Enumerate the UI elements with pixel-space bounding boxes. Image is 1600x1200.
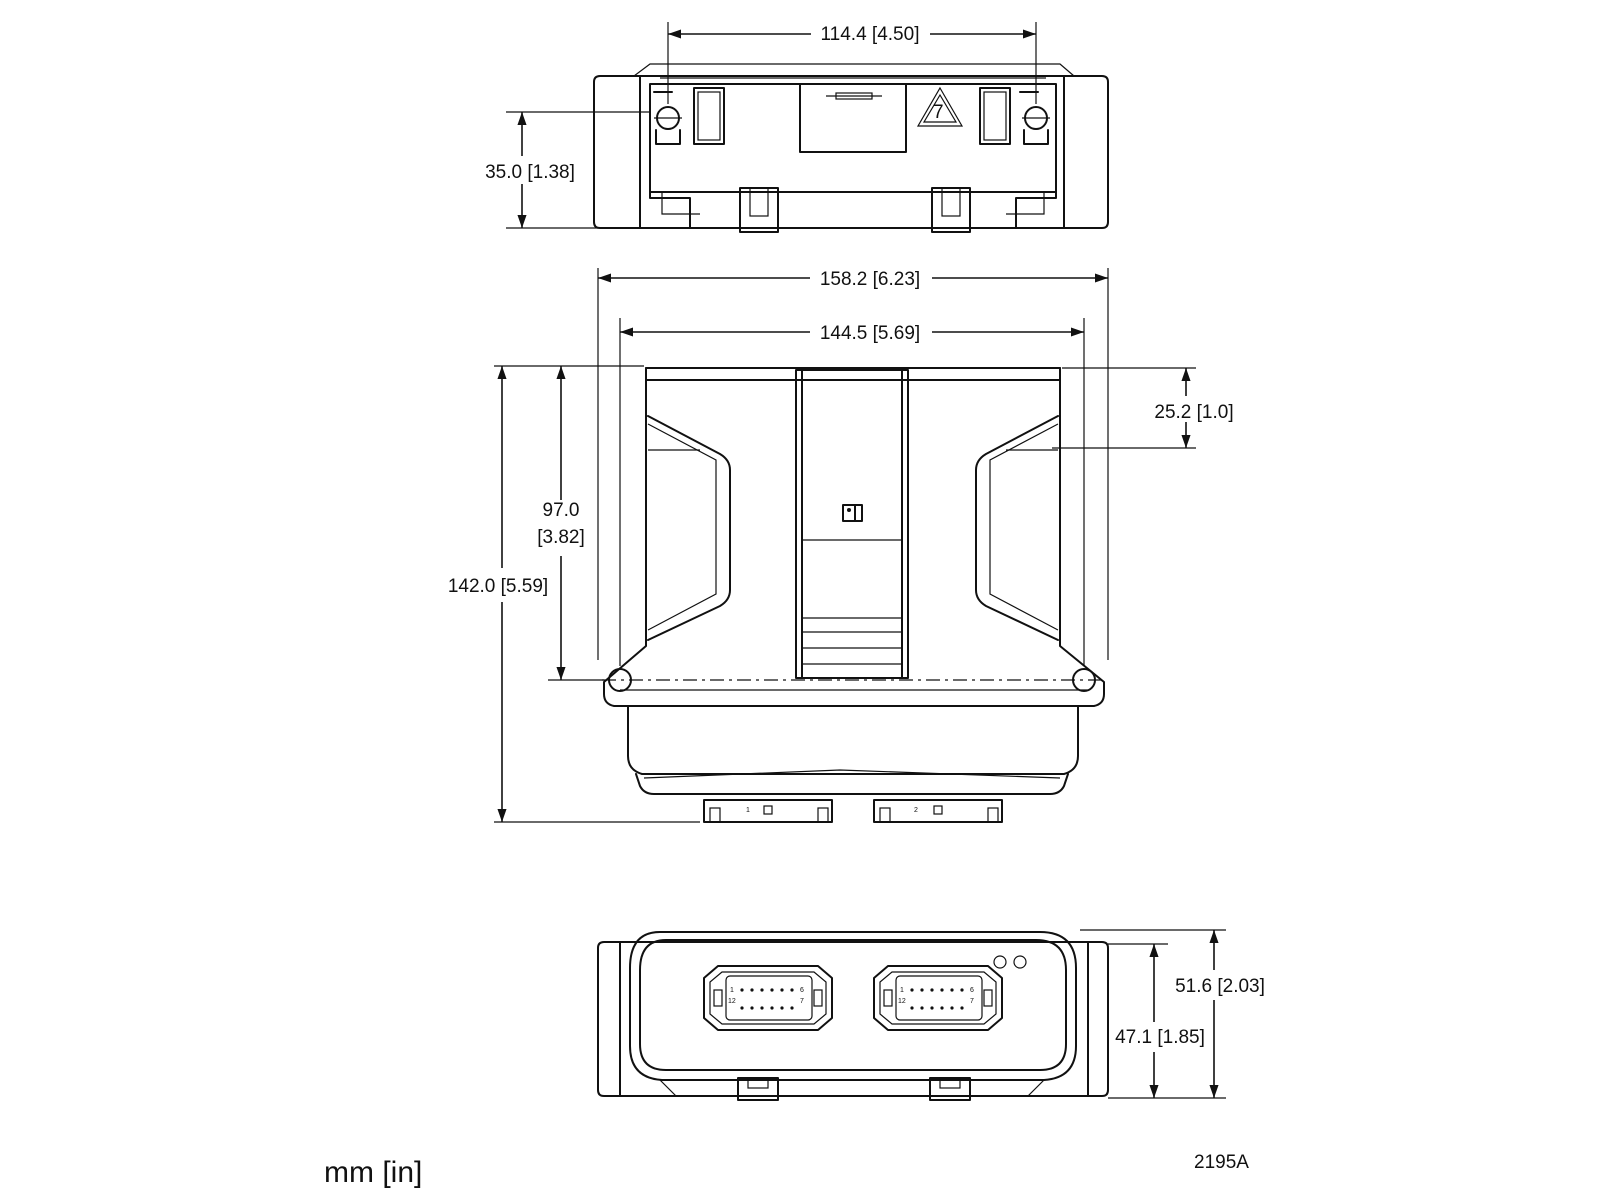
front-view-dimensions: 51.6 [2.03] 47.1 [1.85] bbox=[1080, 929, 1265, 1099]
units-label: mm [in] bbox=[324, 1156, 422, 1189]
connector-b-pin-6: 6 bbox=[970, 987, 974, 994]
connector-b-pin-7: 7 bbox=[970, 998, 974, 1005]
dim-body-height: 47.1 [1.85] bbox=[1115, 1027, 1205, 1048]
plan-view-dimensions: 158.2 [6.23] 144.5 [5.69] 25.2 [1.0] 142… bbox=[448, 268, 1234, 823]
connector-b: 1 6 12 7 bbox=[873, 965, 1003, 1031]
dim-overall-width: 158.2 [6.23] bbox=[820, 269, 920, 290]
connector-a-pin-1: 1 bbox=[730, 987, 734, 994]
connector-2-label: 2 bbox=[914, 807, 918, 814]
dim-body-width: 144.5 [5.69] bbox=[820, 323, 920, 344]
dim-mount-depth: 97.0 bbox=[543, 500, 580, 521]
front-view: 1 6 12 7 1 6 12 7 bbox=[597, 931, 1109, 1101]
connector-b-pin-1: 1 bbox=[900, 987, 904, 994]
connector-a-pin-12: 12 bbox=[728, 998, 736, 1005]
connector-b-pin-12: 12 bbox=[898, 998, 906, 1005]
dim-overall-height: 51.6 [2.03] bbox=[1175, 976, 1265, 997]
connector-a: 1 6 12 7 bbox=[703, 965, 833, 1031]
connector-a-pin-6: 6 bbox=[800, 987, 804, 994]
connector-a-pin-7: 7 bbox=[800, 998, 804, 1005]
top-view: 7 bbox=[593, 63, 1109, 233]
status-led-2 bbox=[1013, 955, 1027, 969]
recycle-code: 7 bbox=[933, 102, 944, 123]
dim-top-hole-spacing: 114.4 [4.50] bbox=[821, 24, 920, 45]
plan-view: 1 2 bbox=[602, 367, 1105, 823]
drawing-number: 2195A bbox=[1194, 1152, 1249, 1173]
connector-1-label: 1 bbox=[746, 807, 750, 814]
dim-top-height: 35.0 [1.38] bbox=[485, 162, 575, 183]
manual-icon bbox=[842, 504, 863, 522]
recycle-icon: 7 bbox=[916, 86, 964, 127]
top-view-dimensions: 114.4 [4.50] 35.0 [1.38] bbox=[485, 22, 1050, 229]
dim-mount-depth-inches: [3.82] bbox=[537, 527, 585, 548]
dim-wing-depth: 25.2 [1.0] bbox=[1154, 402, 1233, 423]
dim-overall-depth: 142.0 [5.59] bbox=[448, 576, 548, 597]
status-led-1 bbox=[993, 955, 1007, 969]
